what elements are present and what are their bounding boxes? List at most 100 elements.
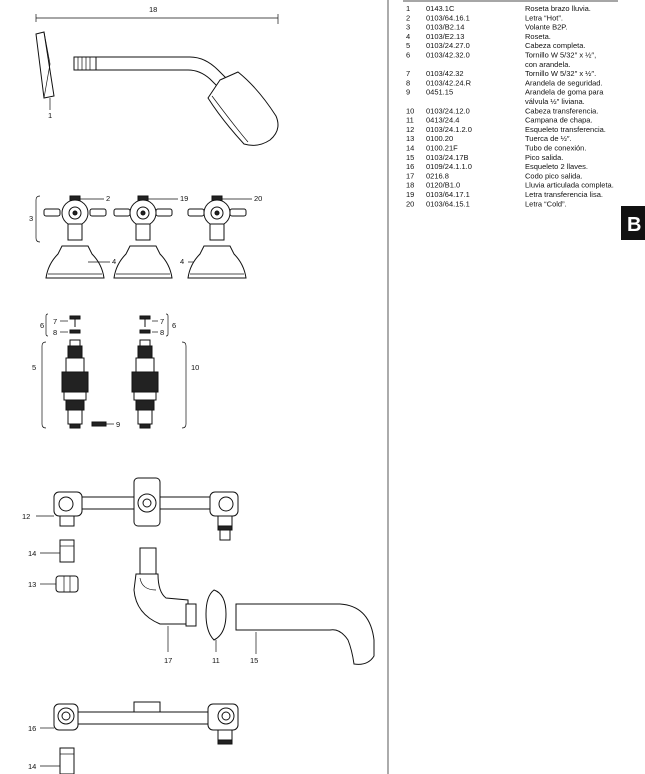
legend-code: 0103/42.32 [426, 69, 464, 78]
legend-number: 11 [406, 116, 414, 125]
connection-tube-14b [59, 747, 75, 774]
legend-description: Letra “Hot”. [525, 13, 563, 22]
legend-description: Esqueleto transferencia. [525, 125, 606, 134]
callout-8a: 8 [53, 328, 57, 337]
legend-code: 0103/24.1.2.0 [426, 125, 472, 134]
legend-number: 3 [406, 23, 410, 32]
callout-7a: 7 [53, 317, 57, 326]
legend-code: 0451.15 [426, 88, 453, 97]
legend-number: 1 [406, 4, 410, 13]
legend-code: 0103/24.17B [426, 153, 469, 162]
legend-number: 16 [406, 162, 414, 171]
callout-4b: 4 [180, 257, 184, 266]
connection-tube-14 [59, 539, 75, 563]
legend-row: 15 0103/24.17B Pico salida. [406, 153, 563, 162]
rosette-part-1 [35, 31, 55, 99]
legend-code: 0120/B1.0 [426, 181, 460, 190]
legend-number: 10 [406, 106, 414, 115]
callout-6a: 6 [40, 321, 44, 330]
legend-description: Tuerca de ½″. [525, 134, 572, 143]
callout-13: 13 [28, 580, 36, 589]
shower-head [207, 71, 279, 146]
shower-arm [95, 56, 233, 93]
legend-number: 2 [406, 13, 410, 22]
legend-code: 0143.1C [426, 4, 455, 13]
legend-row: 13 0100.20 Tuerca de ½″. [406, 134, 572, 143]
callout-2: 2 [106, 194, 110, 203]
legend-description: Campana de chapa. [525, 116, 593, 125]
callout-8b: 8 [160, 328, 164, 337]
callout-7b: 7 [160, 317, 164, 326]
legend-number: 7 [406, 69, 410, 78]
two-valve-body-pipe [73, 711, 213, 725]
callout-11: 11 [212, 656, 220, 665]
legend-code: 0103/E2.13 [426, 32, 464, 41]
legend-code: 0103/42.32.0 [426, 51, 470, 60]
handle-transfer [113, 195, 178, 279]
legend-number: 5 [406, 41, 410, 50]
callout-3: 3 [29, 214, 33, 223]
elbow-tube-17 [139, 547, 157, 575]
legend-number: 18 [406, 181, 414, 190]
callout-19: 19 [180, 194, 188, 203]
legend-number: 19 [406, 190, 414, 199]
legend-code: 0103/42.24.R [426, 78, 472, 87]
callout-12: 12 [22, 512, 30, 521]
legend-number: 13 [406, 134, 414, 143]
legend-row: 11 0413/24.4 Campana de chapa. [406, 116, 593, 125]
legend-description: Pico salida. [525, 153, 563, 162]
legend-description: Volante B2P. [525, 23, 567, 32]
legend-number: 8 [406, 78, 410, 87]
legend-row: 19 0103/64.17.1 Letra transferencia lisa. [406, 190, 603, 199]
spout-elbow-17 [133, 573, 189, 625]
legend-description: válvula ½″ liviana. [525, 97, 585, 106]
legend-number: 17 [406, 171, 414, 180]
legend-code: 0109/24.1.1.0 [426, 162, 472, 171]
legend-code: 0413/24.4 [426, 116, 459, 125]
callout-5: 5 [32, 363, 36, 372]
legend-number: 9 [406, 88, 410, 97]
callout-4a: 4 [112, 257, 116, 266]
section-tab [621, 206, 645, 240]
valve-cartridges-group: 6 7 8 5 9 7 8 6 [32, 313, 199, 429]
nut-13 [55, 575, 79, 593]
callout-15: 15 [250, 656, 258, 665]
legend-description: Roseta. [525, 32, 551, 41]
legend-number: 6 [406, 51, 410, 60]
legend-code: 0103/24.12.0 [426, 106, 470, 115]
callout-10: 10 [191, 363, 199, 372]
cartridge-right [131, 339, 159, 429]
legend-description: Codo pico salida. [525, 171, 583, 180]
handle-cold [187, 195, 252, 279]
legend-description: Arandela de goma para [525, 88, 604, 97]
legend-code: 0100.20 [426, 134, 453, 143]
shower-arm-group: 18 1 [35, 5, 279, 146]
bell-cover-11 [205, 589, 227, 641]
legend-row: 16 0109/24.1.1.0 Esqueleto 2 llaves. [406, 162, 588, 171]
legend-description: Letra transferencia lisa. [525, 190, 603, 199]
legend-code: 0216.8 [426, 171, 449, 180]
legend-description: Esqueleto 2 llaves. [525, 162, 588, 171]
legend-row: 4 0103/E2.13 Roseta. [406, 32, 551, 41]
legend-code: 0103/B2.14 [426, 23, 464, 32]
legend-description: Tubo de conexión. [525, 144, 586, 153]
cartridge-left [61, 339, 89, 429]
legend-number: 15 [406, 153, 414, 162]
section-tab-letter: B [627, 214, 641, 236]
legend-description: Lluvia articulada completa. [525, 181, 614, 190]
legend-code: 0103/64.17.1 [426, 190, 470, 199]
legend-code: 0103/24.27.0 [426, 41, 470, 50]
legend-number: 4 [406, 32, 410, 41]
handle-hot [43, 195, 110, 279]
